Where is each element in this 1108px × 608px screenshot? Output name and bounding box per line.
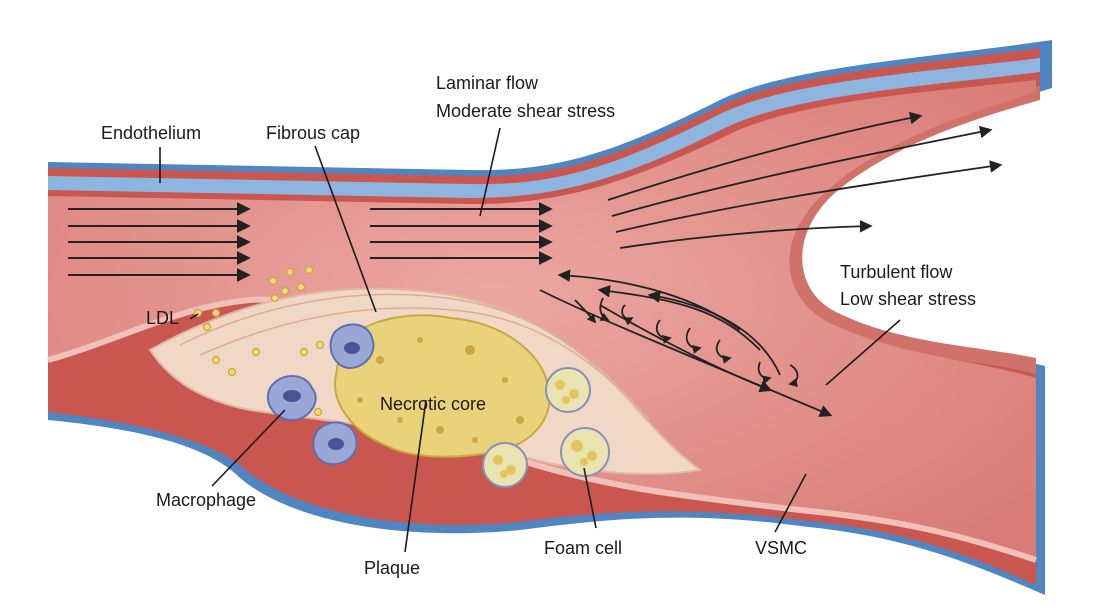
label-macrophage: Macrophage (156, 490, 256, 510)
label-moderate-shear: Moderate shear stress (436, 101, 615, 121)
label-plaque: Plaque (364, 558, 420, 578)
label-vsmc: VSMC (755, 538, 807, 558)
label-laminar-flow: Laminar flow (436, 73, 539, 93)
label-endothelium: Endothelium (101, 123, 201, 143)
label-low-shear: Low shear stress (840, 289, 976, 309)
label-ldl: LDL (146, 308, 179, 328)
label-fibrous-cap: Fibrous cap (266, 123, 360, 143)
label-necrotic-core: Necrotic core (380, 394, 486, 414)
label-turbulent-flow: Turbulent flow (840, 262, 953, 282)
label-foam-cell: Foam cell (544, 538, 622, 558)
